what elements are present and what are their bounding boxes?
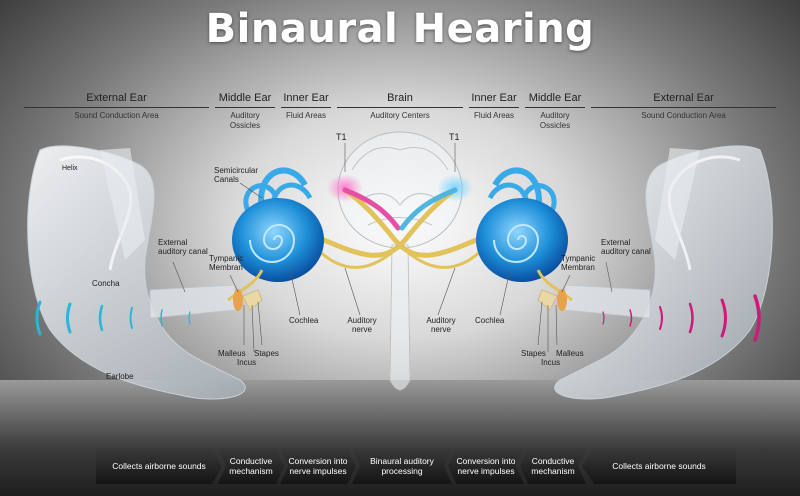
section-heading: Middle Ear xyxy=(215,92,275,108)
section-inner-ear-right: Inner Ear Fluid Areas xyxy=(469,92,519,121)
label-stapes-right: Stapes xyxy=(521,349,546,358)
section-sub: Sound Conduction Area xyxy=(74,111,159,120)
section-brain: Brain Auditory Centers xyxy=(337,92,463,121)
label-incus-right: Incus xyxy=(541,358,561,367)
label-external-auditory-canal-left: External auditory canal xyxy=(158,238,208,256)
label-external-auditory-canal-right: External auditory canal xyxy=(601,238,651,256)
right-inner-ear xyxy=(476,167,573,311)
label-t1-left: T1 xyxy=(336,132,347,142)
section-heading: Middle Ear xyxy=(525,92,585,108)
process-steps-bar: Collects airborne sounds Conductive mech… xyxy=(96,448,736,484)
section-middle-ear-left: Middle Ear Auditory Ossicles xyxy=(215,92,275,131)
label-stapes-left: Stapes xyxy=(254,349,279,358)
section-inner-ear-left: Inner Ear Fluid Areas xyxy=(281,92,331,121)
step-label: Conversion into nerve impulses xyxy=(456,456,516,476)
section-sub: Auditory Centers xyxy=(370,111,430,120)
section-heading: Inner Ear xyxy=(469,92,519,108)
left-inner-ear xyxy=(227,167,324,311)
brain xyxy=(337,131,463,391)
step-label: Collects airborne sounds xyxy=(112,461,206,471)
section-external-ear-left: External Ear Sound Conduction Area xyxy=(24,92,209,121)
step-conversion-left: Conversion into nerve impulses xyxy=(280,448,356,484)
label-t1-right: T1 xyxy=(449,132,460,142)
section-external-ear-right: External Ear Sound Conduction Area xyxy=(591,92,776,121)
label-earlobe: Earlobe xyxy=(106,372,134,381)
section-heading: External Ear xyxy=(591,92,776,108)
label-auditory-nerve-right: Auditory nerve xyxy=(426,316,456,334)
label-semicircular-canals: Semicircular Canals xyxy=(214,166,259,184)
label-concha: Concha xyxy=(92,279,120,288)
step-conversion-right: Conversion into nerve impulses xyxy=(448,448,524,484)
step-conductive-left: Conductive mechanism xyxy=(218,448,284,484)
section-sub: Fluid Areas xyxy=(473,111,515,120)
step-collects-sounds-left: Collects airborne sounds xyxy=(96,448,222,484)
section-sub: Auditory Ossicles xyxy=(539,111,571,130)
left-outer-ear xyxy=(27,145,246,400)
leader-lines xyxy=(172,143,613,353)
label-cochlea-left: Cochlea xyxy=(289,316,319,325)
step-binaural-processing: Binaural auditory processing xyxy=(352,448,452,484)
label-tympanic-membran-left: Tympanic Membran xyxy=(209,254,244,272)
step-label: Conductive mechanism xyxy=(229,456,273,476)
label-tympanic-membran-right: Tympanic Membran xyxy=(561,254,596,272)
label-auditory-nerve-left: Auditory nerve xyxy=(347,316,377,334)
label-helix: Helix xyxy=(62,165,78,172)
sound-waves-right xyxy=(602,294,761,342)
label-malleus-left: Malleus xyxy=(218,349,246,358)
page-title: Binaural Hearing xyxy=(205,6,595,52)
step-conductive-right: Conductive mechanism xyxy=(520,448,586,484)
label-cochlea-right: Cochlea xyxy=(475,316,505,325)
step-label: Collects airborne sounds xyxy=(612,461,706,471)
right-outer-ear xyxy=(554,145,773,400)
step-label: Conversion into nerve impulses xyxy=(288,456,348,476)
section-sub: Fluid Areas xyxy=(285,111,327,120)
section-heading: Brain xyxy=(337,92,463,108)
section-sub: Auditory Ossicles xyxy=(229,111,261,130)
section-sub: Sound Conduction Area xyxy=(641,111,726,120)
section-heading: Inner Ear xyxy=(281,92,331,108)
section-middle-ear-right: Middle Ear Auditory Ossicles xyxy=(525,92,585,131)
section-heading: External Ear xyxy=(24,92,209,108)
label-incus-left: Incus xyxy=(237,358,257,367)
step-label: Conductive mechanism xyxy=(531,456,575,476)
step-label: Binaural auditory processing xyxy=(370,456,434,476)
sound-waves-left xyxy=(35,300,191,336)
step-collects-sounds-right: Collects airborne sounds xyxy=(582,448,736,484)
label-malleus-right: Malleus xyxy=(556,349,584,358)
